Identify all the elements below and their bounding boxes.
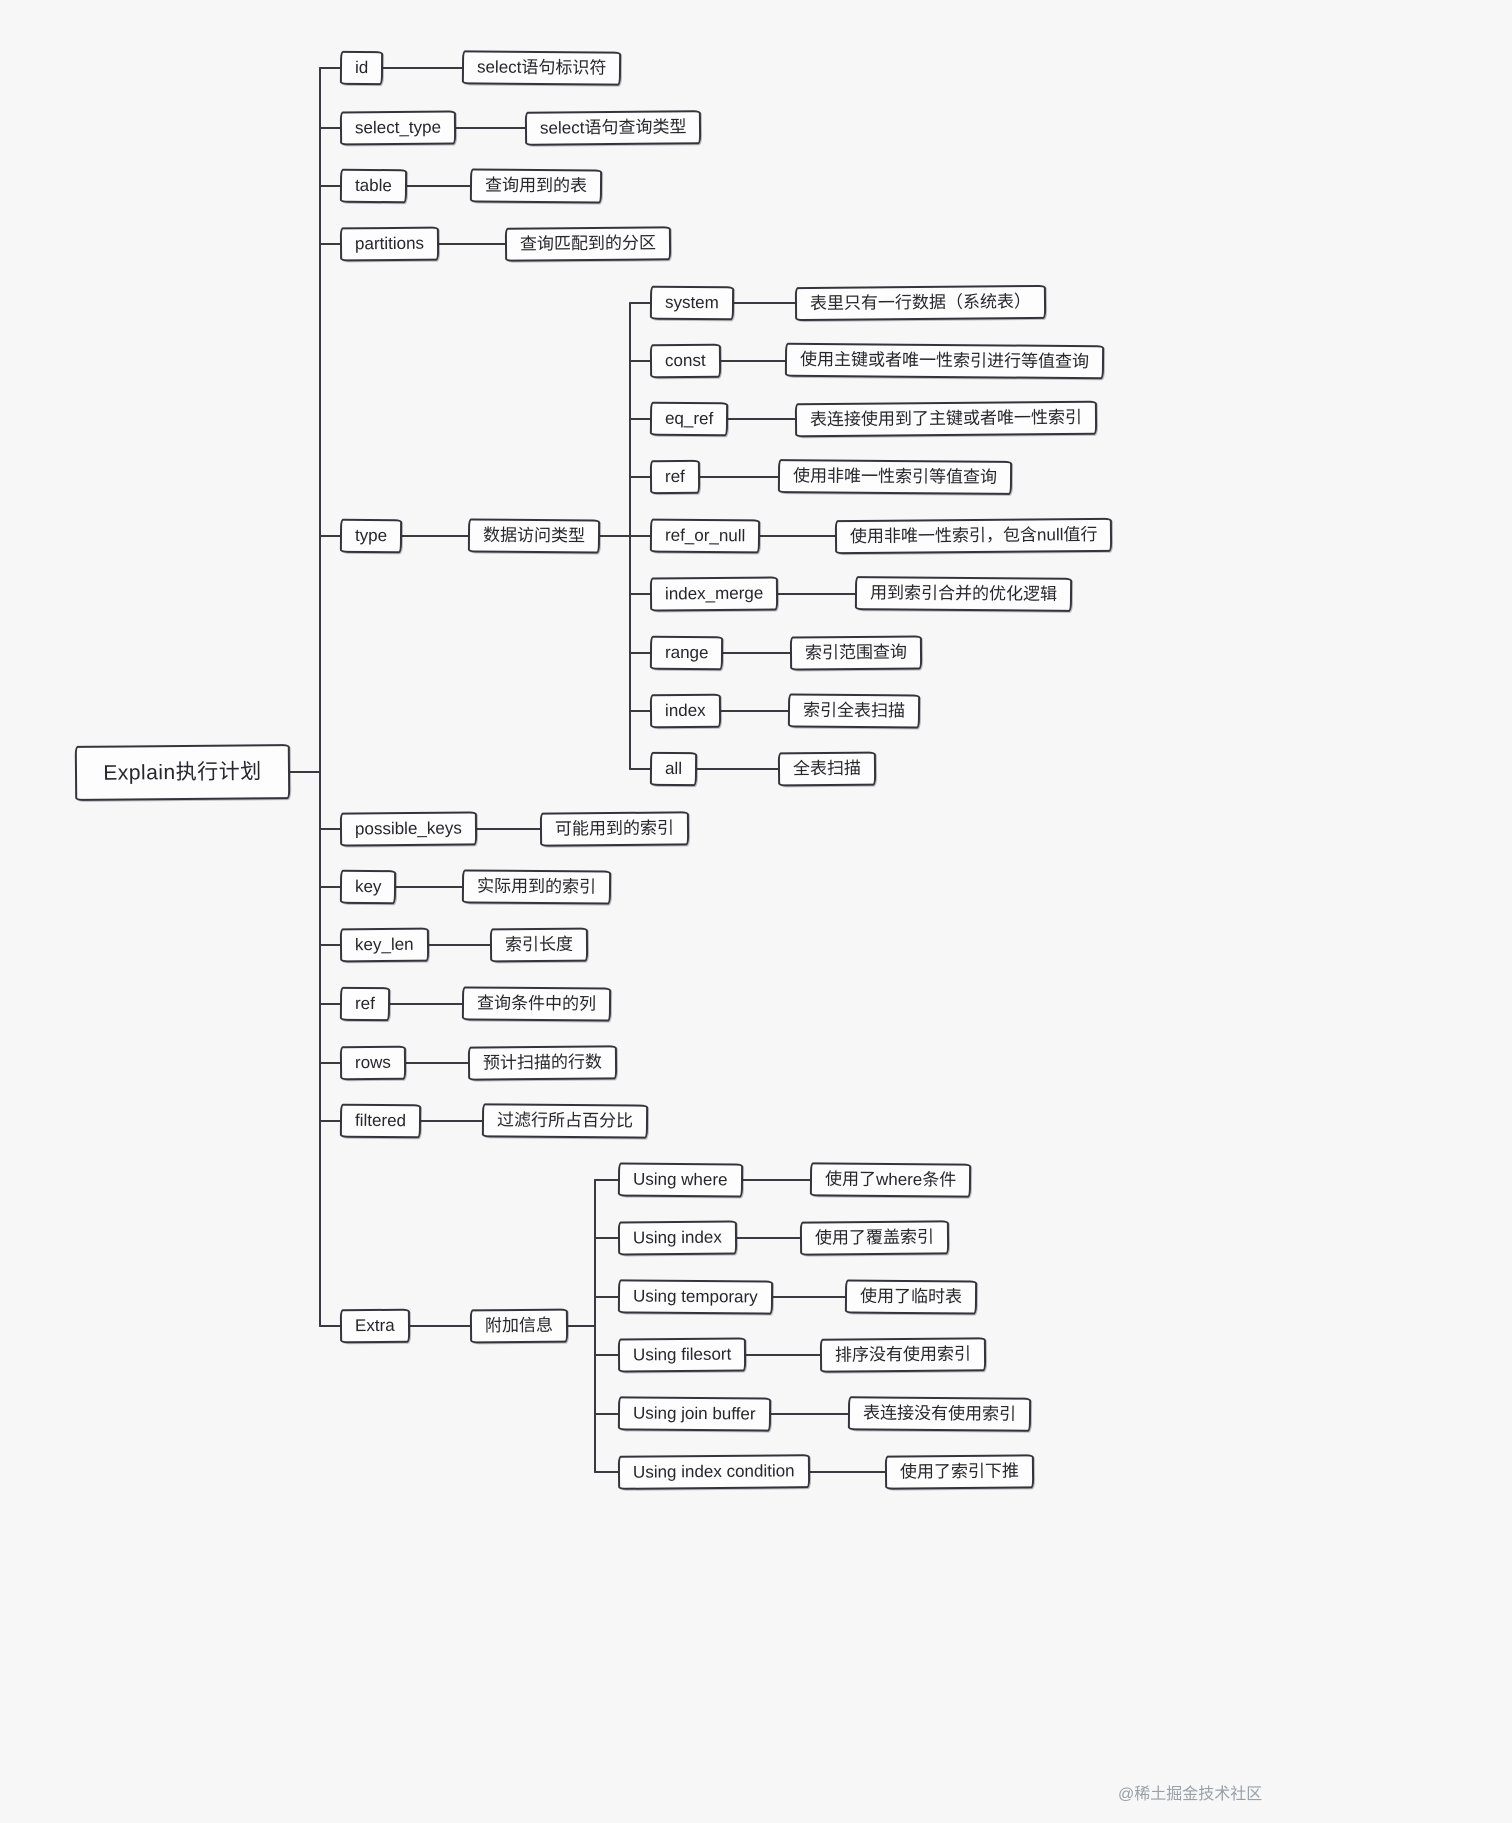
type-index-merge: index_merge [649,576,779,612]
type-all: all [649,751,698,787]
field-table: table [339,168,408,204]
type-system-desc: 表里只有一行数据（系统表） [794,284,1047,322]
type-ref: ref [649,459,700,495]
desc-ref: 查询条件中的列 [461,986,612,1022]
type-system: system [649,285,734,321]
field-id: id [339,50,384,86]
type-index-merge-desc: 用到索引合并的优化逻辑 [854,576,1073,612]
extra-using-temporary: Using temporary [617,1279,773,1315]
type-ref-desc: 使用非唯一性索引等值查询 [777,459,1013,495]
root-node: Explain执行计划 [74,744,291,801]
type-ref-or-null: ref_or_null [649,518,761,554]
extra-using-index-desc: 使用了覆盖索引 [799,1220,950,1256]
type-index-desc: 索引全表扫描 [787,693,921,729]
desc-key-len: 索引长度 [489,927,589,963]
extra-using-index-condition-desc: 使用了索引下推 [884,1454,1035,1490]
field-type: type [339,518,403,554]
extra-using-index: Using index [617,1220,737,1256]
desc-key: 实际用到的索引 [461,869,612,905]
extra-using-filesort-desc: 排序没有使用索引 [819,1337,987,1373]
type-eq-ref: eq_ref [649,401,729,437]
type-const-desc: 使用主键或者唯一性索引进行等值查询 [784,342,1105,380]
desc-partitions: 查询匹配到的分区 [504,226,672,262]
type-index: index [649,693,721,729]
desc-type: 数据访问类型 [467,518,601,554]
type-eq-ref-desc: 表连接使用到了主键或者唯一性索引 [794,400,1098,438]
field-select-type: select_type [339,110,457,146]
extra-using-where-desc: 使用了where条件 [809,1162,972,1198]
extra-using-index-condition: Using index condition [617,1454,810,1490]
watermark-text: @稀土掘金技术社区 [1118,1786,1263,1803]
desc-select-type: select语句查询类型 [524,110,702,146]
desc-filtered: 过滤行所占百分比 [481,1103,649,1139]
desc-id: select语句标识符 [461,50,622,86]
field-partitions: partitions [339,226,440,262]
extra-using-join-buffer: Using join buffer [617,1396,771,1432]
field-filtered: filtered [339,1103,422,1139]
desc-table: 查询用到的表 [469,168,603,204]
extra-using-temporary-desc: 使用了临时表 [844,1279,978,1315]
desc-possible-keys: 可能用到的索引 [539,811,690,847]
type-range: range [649,635,724,671]
field-key-len: key_len [339,927,429,963]
type-range-desc: 索引范围查询 [789,635,923,671]
extra-using-join-buffer-desc: 表连接没有使用索引 [847,1396,1032,1432]
extra-using-where: Using where [617,1162,743,1198]
field-ref: ref [339,986,390,1022]
field-key: key [339,869,397,905]
type-all-desc: 全表扫描 [777,751,877,787]
type-ref-or-null-desc: 使用非唯一性索引，包含null值行 [834,517,1113,555]
extra-using-filesort: Using filesort [617,1337,747,1373]
desc-rows: 预计扫描的行数 [467,1045,618,1081]
field-rows: rows [339,1045,407,1081]
field-extra: Extra [339,1308,410,1344]
type-const: const [649,343,721,379]
desc-extra: 附加信息 [469,1308,569,1344]
field-possible-keys: possible_keys [339,811,477,847]
